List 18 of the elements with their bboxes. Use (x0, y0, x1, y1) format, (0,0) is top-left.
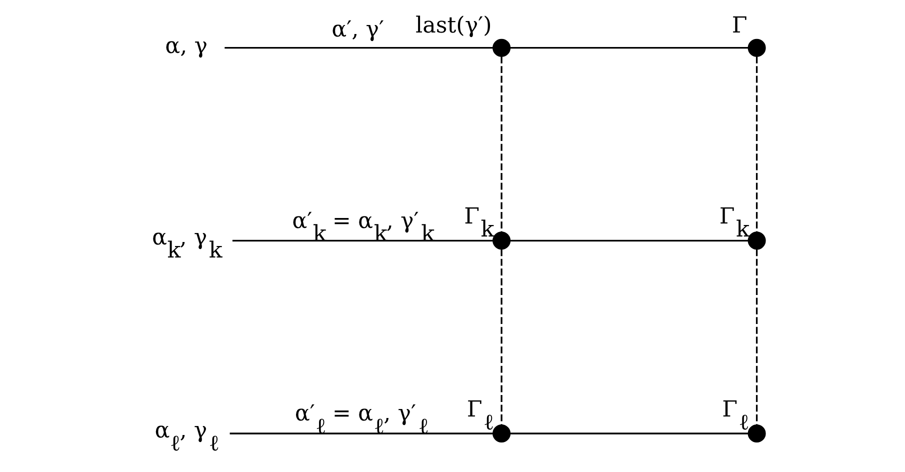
connector (510, 239, 748, 241)
connector (229, 432, 492, 434)
edge-label: α′, γ′ (331, 16, 384, 42)
connector (510, 432, 748, 434)
connector (232, 239, 493, 241)
node-circle (747, 38, 766, 56)
node-label: last(γ′) (415, 12, 492, 38)
connector (755, 56, 758, 232)
node-circle (492, 38, 510, 56)
node-circle (492, 424, 510, 442)
connector (224, 46, 493, 48)
connector (510, 46, 748, 48)
connector (500, 248, 502, 424)
node-text: α, γ (164, 32, 208, 59)
node-label: Γ (731, 12, 747, 38)
connector (500, 56, 502, 232)
connector (755, 248, 758, 424)
node-circle (747, 424, 766, 442)
